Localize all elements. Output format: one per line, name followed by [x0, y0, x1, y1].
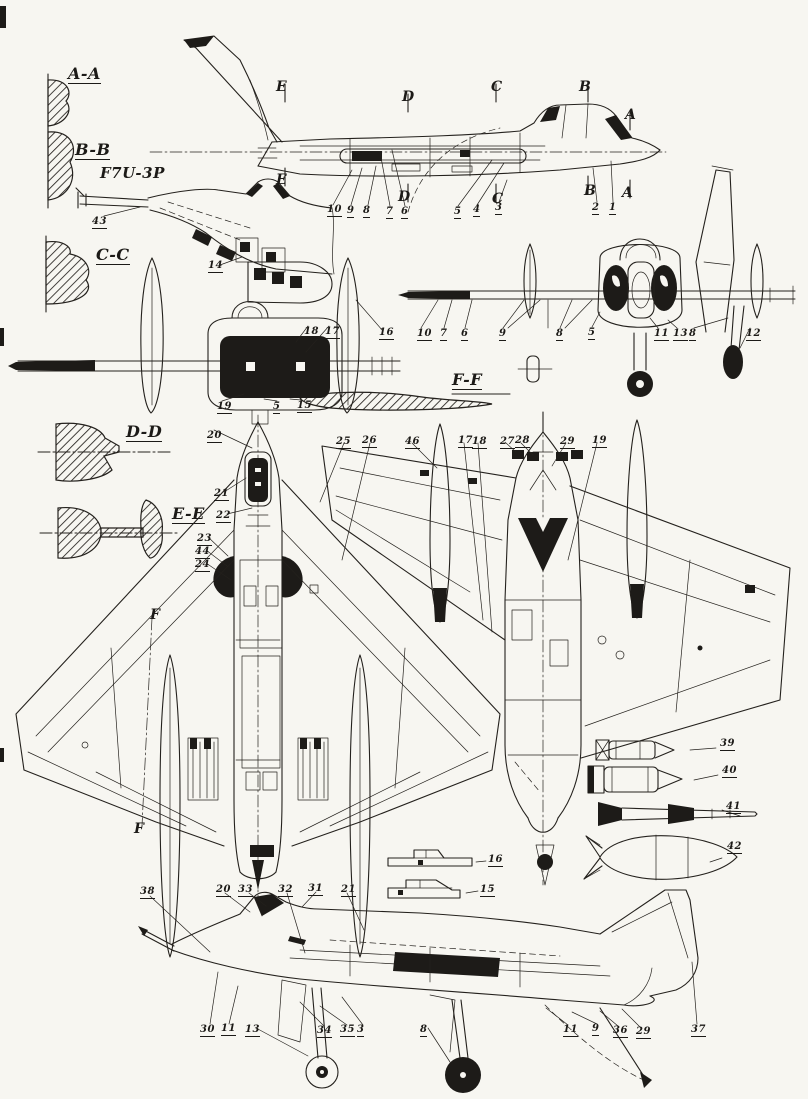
bomb-large	[588, 766, 718, 793]
plan-view-bottom	[16, 415, 500, 957]
front-view	[398, 166, 795, 397]
rear-view	[8, 258, 552, 424]
plan-view-top	[320, 412, 790, 885]
side-view	[150, 36, 666, 212]
rocket	[598, 802, 757, 826]
variant-nose-view	[76, 179, 334, 303]
cross-section-d-d	[38, 423, 172, 481]
fairing-details	[388, 850, 486, 898]
cross-section-a-a	[48, 74, 69, 132]
cross-section-c-c	[46, 236, 89, 312]
cross-section-e-e	[40, 500, 180, 558]
drawing-title: F7U-3P	[100, 164, 165, 182]
cross-section-b-b	[48, 124, 74, 208]
stores-column	[584, 740, 757, 880]
bomb-small	[596, 740, 716, 760]
drop-tank	[584, 835, 737, 880]
scan-artifacts	[0, 6, 6, 762]
lower-side-view	[138, 890, 698, 1093]
